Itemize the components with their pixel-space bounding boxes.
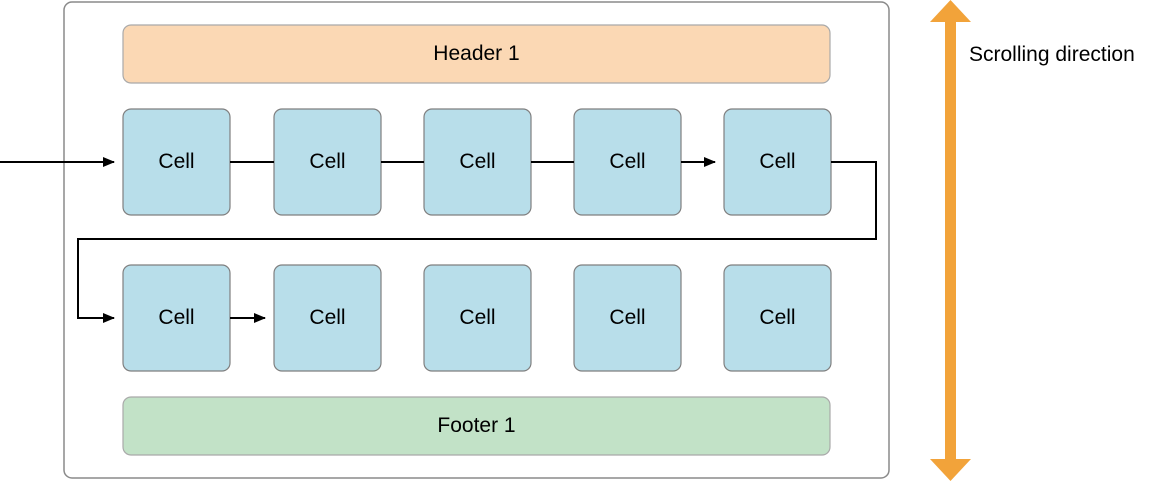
section-footer-box [122,396,831,456]
scroll-direction-label: Scrolling direction [969,43,1135,66]
cell-box-r2-c1 [122,264,231,372]
cell-box-r1-c2 [273,108,382,216]
cell-box-r2-c5 [723,264,832,372]
section-header-box [122,24,831,84]
cell-box-r1-c1 [122,108,231,216]
cell-box-r2-c4 [573,264,682,372]
cell-box-r1-c4 [573,108,682,216]
cell-box-r1-c5 [723,108,832,216]
flow-wrap-arrow [77,161,877,323]
scroll-direction-arrow-icon [930,0,971,481]
cell-box-r2-c3 [423,264,532,372]
cell-box-r1-c3 [423,108,532,216]
cell-box-r2-c2 [273,264,382,372]
